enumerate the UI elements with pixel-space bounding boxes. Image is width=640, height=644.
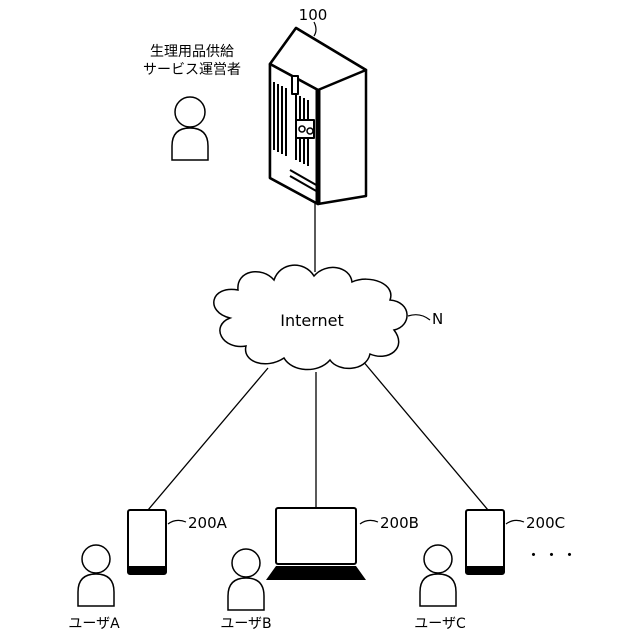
operator-label-line1: 生理用品供給 [150, 44, 234, 60]
user-a-label: ユーザA [68, 616, 120, 632]
internet-to-200a-line [148, 368, 268, 510]
more-devices-ellipsis: ・・・ [526, 546, 580, 564]
device-200a-ref-leader [168, 520, 186, 524]
network-ref-leader [408, 315, 430, 320]
server-ref-label: 100 [299, 6, 328, 24]
user-a-person-icon [78, 545, 114, 606]
device-200b-ref-label: 200B [380, 514, 419, 532]
user-c-label: ユーザC [414, 616, 466, 632]
operator-label-line2: サービス運営者 [143, 62, 241, 78]
network-ref-label: N [432, 310, 443, 328]
device-200c-ref-label: 200C [526, 514, 565, 532]
user-b-label: ユーザB [220, 616, 271, 632]
laptop-200b-icon [266, 508, 366, 580]
server-ref-leader [314, 22, 316, 36]
smartphone-200c-icon [466, 510, 504, 574]
server-icon [270, 28, 366, 204]
internet-label: Internet [280, 311, 344, 330]
device-200a-ref-label: 200A [188, 514, 228, 532]
user-b-person-icon [228, 549, 264, 610]
internet-to-200c-line [362, 360, 488, 510]
device-200c-ref-leader [506, 520, 524, 524]
operator-person-icon [172, 97, 208, 160]
smartphone-200a-icon [128, 510, 166, 574]
user-c-person-icon [420, 545, 456, 606]
device-200b-ref-leader [360, 520, 378, 524]
